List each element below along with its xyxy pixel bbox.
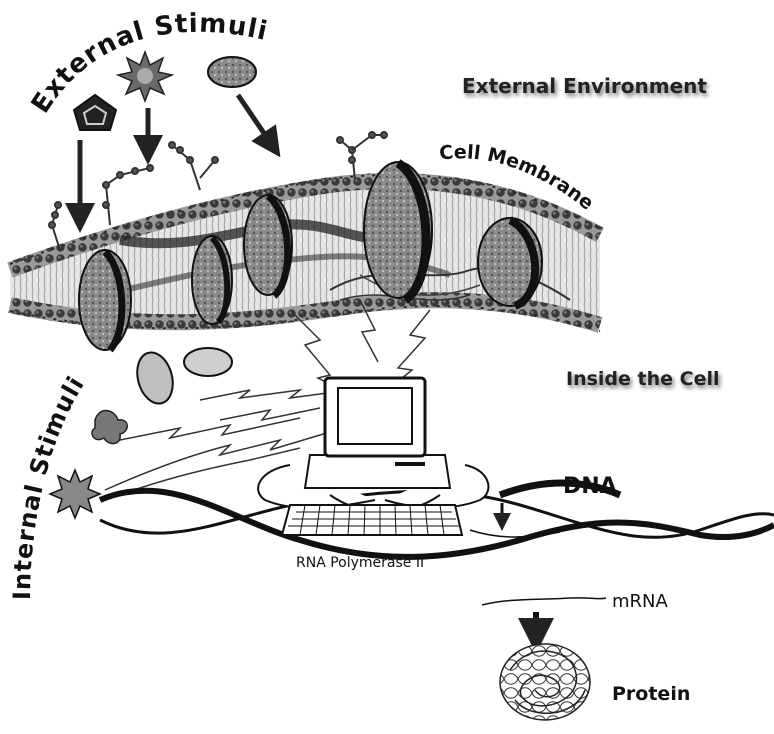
starburst-stimulus-icon — [118, 52, 172, 101]
rna-polymerase-label: RNA Polymerase II — [296, 555, 424, 571]
dna-label: DNA — [563, 474, 617, 499]
rna-polymerase-figure — [258, 378, 488, 535]
inside-the-cell-label: Inside the Cell — [566, 368, 719, 390]
external-environment-label: External Environment — [462, 74, 707, 98]
mrna-strand — [482, 598, 606, 605]
external-stimuli — [74, 52, 272, 218]
protein-icon — [500, 644, 590, 720]
pentagon-stimulus-icon — [74, 95, 116, 130]
protein-label: Protein — [612, 683, 690, 705]
ovoid-stimulus-icon — [208, 57, 256, 87]
mrna-label: mRNA — [612, 591, 669, 612]
stimulus-arrow — [238, 95, 272, 145]
